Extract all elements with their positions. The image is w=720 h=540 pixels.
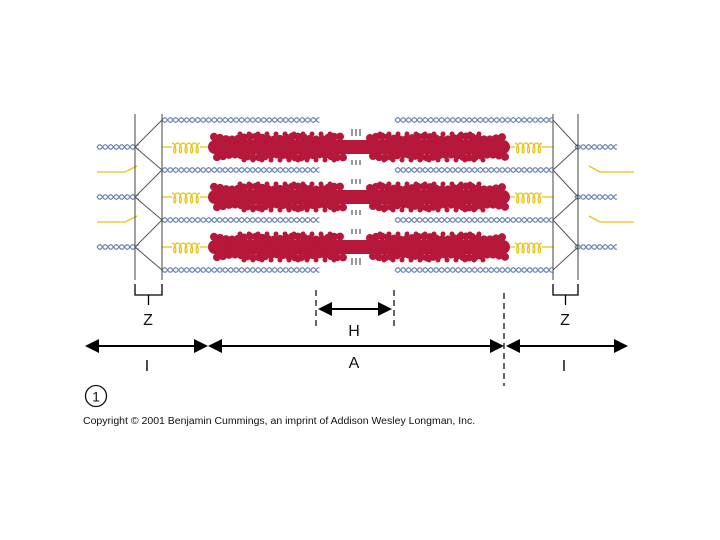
titin-spring-right (514, 242, 543, 254)
h-zone-arrow-head-left (318, 302, 332, 316)
step-number: 1 (92, 389, 100, 405)
a-band-arrow-head-left (208, 339, 222, 353)
actin-filament-outer-right (574, 243, 617, 251)
band-measurements (85, 284, 628, 386)
z-bracket-right (552, 284, 579, 305)
titin-outer-right (588, 165, 634, 173)
titin-spring-right (514, 142, 543, 154)
actin-filaments (96, 116, 617, 274)
z-label-right: Z (560, 312, 570, 329)
step-number-circle (84, 384, 108, 408)
actin-filament-outer-left (96, 193, 139, 201)
titin-spring-right (514, 192, 543, 204)
titin-outer-left (97, 215, 138, 223)
z-disc-right (552, 114, 579, 280)
a-band-arrow-head-right (490, 339, 504, 353)
i-band-arrow-right-head-left (506, 339, 520, 353)
actin-filament-right (394, 116, 553, 124)
actin-filament-outer-left (96, 243, 139, 251)
titin-spring-left (171, 242, 201, 254)
i-band-label-left: I (145, 358, 149, 375)
actin-filament-right (394, 266, 553, 274)
i-band-arrow-right-head-right (614, 339, 628, 353)
actin-filament-outer-left (96, 143, 139, 151)
copyright-notice: Copyright © 2001 Benjamin Cummings, an i… (83, 415, 476, 427)
titin-springs (97, 142, 634, 254)
z-bracket-left (134, 284, 163, 305)
z-discs (134, 114, 579, 280)
titin-spring-left (171, 142, 201, 154)
h-zone-label: H (348, 323, 360, 340)
a-band-label: A (349, 355, 360, 372)
actin-filament-outer-right (574, 193, 617, 201)
actin-filament-outer-right (574, 143, 617, 151)
h-zone-arrow-head-right (378, 302, 392, 316)
actin-filament-right (394, 166, 553, 174)
actin-filament-left (161, 216, 320, 224)
z-disc-left (134, 114, 163, 280)
actin-filament-left (161, 266, 320, 274)
actin-filament-left (161, 116, 320, 124)
i-band-label-right: I (562, 358, 566, 375)
z-label-left: Z (143, 312, 153, 329)
actin-filament-left (161, 166, 320, 174)
i-band-arrow-left-head-right (194, 339, 208, 353)
myosin-thick-filament (208, 179, 510, 215)
myosin-thick-filament (208, 229, 510, 265)
myosin-thick-filament (208, 129, 510, 165)
i-band-arrow-left-head-left (85, 339, 99, 353)
titin-outer-right (588, 215, 634, 223)
titin-spring-left (171, 192, 201, 204)
myosin-thick-filaments (208, 129, 510, 265)
titin-outer-left (97, 165, 138, 173)
actin-filament-right (394, 216, 553, 224)
